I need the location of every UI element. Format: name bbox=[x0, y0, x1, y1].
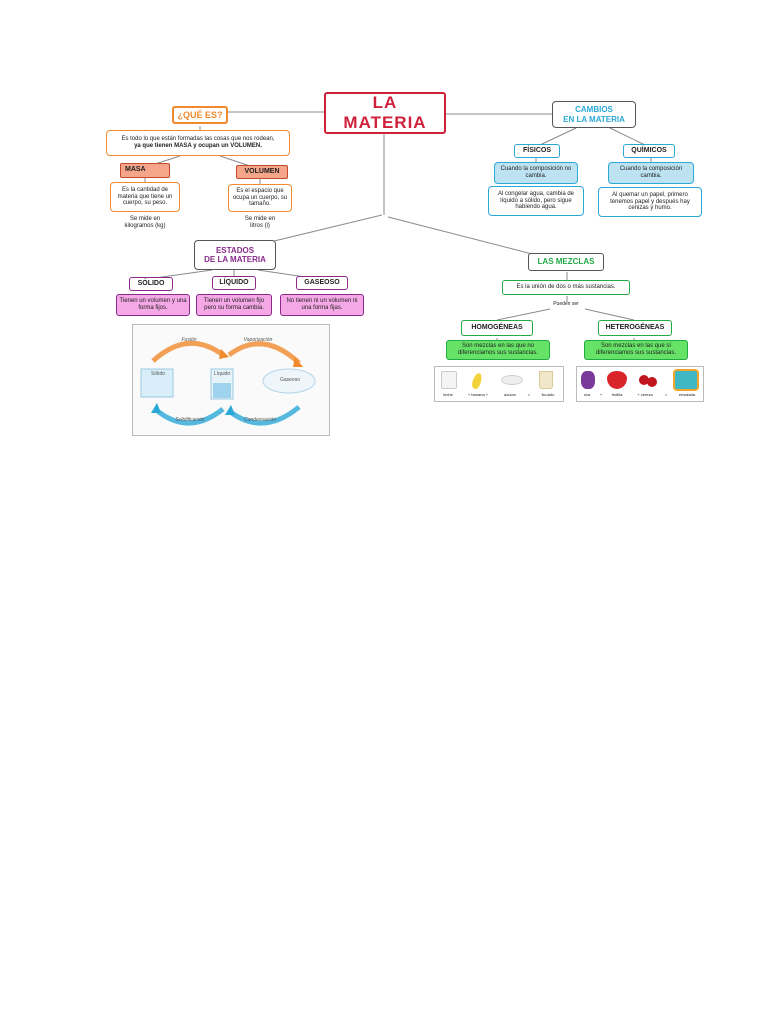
strawberry-icon bbox=[607, 371, 627, 389]
definition-line-2: ya que tienen MASA y ocupan un VOLUMEN. bbox=[134, 143, 262, 149]
heterogeneas-example: uva + frutilla + cereza = ensalada bbox=[576, 366, 704, 402]
liquido-text: LÍQUIDO bbox=[219, 278, 249, 286]
title-line-2: MATERIA bbox=[343, 113, 427, 132]
quimicos-desc-text: Cuando la composición cambia. bbox=[619, 166, 683, 179]
smoothie-icon bbox=[539, 371, 553, 389]
condensacion-text: Condensación bbox=[244, 417, 276, 423]
volumen-text: VOLUMEN bbox=[244, 167, 280, 175]
homog-item-1: leche bbox=[443, 392, 453, 397]
heterogeneas-label: HETEROGÉNEAS bbox=[598, 320, 672, 336]
mezclas-definition-text: Es la unión de dos o más sustancias. bbox=[516, 284, 616, 291]
mezclas-text: LAS MEZCLAS bbox=[537, 257, 595, 267]
que-es-definition: Es todo lo que están formadas las cosas … bbox=[106, 130, 290, 156]
fisicos-example-text: Al congelar agua, cambia de líquido a só… bbox=[497, 190, 575, 211]
gaseoso-desc: No tienen ni un volumen ni una forma fij… bbox=[280, 294, 364, 316]
masa-text: MASA bbox=[125, 166, 146, 174]
volumen-label: VOLUMEN bbox=[236, 165, 288, 179]
homogeneas-text: HOMOGÉNEAS bbox=[471, 323, 523, 331]
homog-item-4: = bbox=[527, 392, 531, 397]
masa-label: MASA bbox=[120, 163, 170, 178]
quimicos-text: QUÍMICOS bbox=[631, 146, 667, 154]
vaporizacion-text: Vaporización bbox=[243, 337, 273, 343]
solido-label: SÓLIDO bbox=[129, 277, 173, 291]
volumen-desc: Es el espacio que ocupa un cuerpo, su ta… bbox=[228, 184, 292, 212]
heterogeneas-desc-text: Son mezclas en las que sí diferenciamos … bbox=[595, 343, 677, 356]
liquido-cycle-text: Líquido bbox=[213, 371, 231, 377]
mezclas-label: LAS MEZCLAS bbox=[528, 253, 604, 271]
heter-item-4: + cereza bbox=[637, 392, 653, 397]
estados-label: ESTADOS DE LA MATERIA bbox=[194, 240, 276, 270]
salad-icon bbox=[673, 369, 699, 391]
cherry-icon-2 bbox=[647, 377, 657, 387]
gaseoso-text: GASEOSO bbox=[304, 278, 340, 286]
banana-icon bbox=[470, 372, 484, 390]
fisicos-desc-text: Cuando la composición no cambia. bbox=[500, 166, 572, 179]
fisicos-text: FÍSICOS bbox=[522, 146, 551, 154]
cambios-line-2: EN LA MATERIA bbox=[563, 114, 625, 124]
homogeneas-desc: Son mezclas en las que no diferenciamos … bbox=[446, 340, 550, 360]
grape-icon bbox=[581, 371, 595, 389]
liquido-label: LÍQUIDO bbox=[212, 276, 256, 290]
quimicos-example-text: Al quemar un papel, primero tenemos pape… bbox=[610, 191, 690, 212]
masa-desc-text: Es la cantidad de materia que tiene un c… bbox=[117, 186, 173, 207]
quimicos-label: QUÍMICOS bbox=[623, 144, 675, 158]
heter-item-6: ensalada bbox=[678, 392, 696, 397]
cycle-arrows bbox=[140, 340, 316, 426]
heter-item-2: + bbox=[599, 392, 603, 397]
fusion-text: Fusión bbox=[181, 337, 197, 343]
definition-line-1: Es todo lo que están formadas las cosas … bbox=[121, 136, 275, 143]
solido-cycle-text: Sólido bbox=[151, 371, 165, 377]
homogeneas-label: HOMOGÉNEAS bbox=[461, 320, 533, 336]
cherry-icon bbox=[639, 375, 649, 385]
liquido-desc: Tienen un volumen fijo pero su forma cam… bbox=[196, 294, 272, 316]
fisicos-example: Al congelar agua, cambia de líquido a só… bbox=[488, 186, 584, 216]
gaseoso-desc-text: No tienen ni un volumen ni una forma fij… bbox=[286, 298, 358, 311]
fisicos-desc: Cuando la composición no cambia. bbox=[494, 162, 578, 184]
heterogeneas-text: HETEROGÉNEAS bbox=[605, 323, 665, 331]
title-line-1: LA bbox=[372, 93, 398, 113]
que-es-label: ¿QUÉ ES? bbox=[172, 106, 228, 124]
volumen-unit: Se mide en litros (l) bbox=[244, 216, 276, 230]
volumen-desc-text: Es el espacio que ocupa un cuerpo, su ta… bbox=[232, 187, 288, 208]
milk-icon bbox=[441, 371, 457, 389]
liquido-desc-text: Tienen un volumen fijo pero su forma cam… bbox=[203, 298, 265, 311]
quimicos-example: Al quemar un papel, primero tenemos pape… bbox=[598, 187, 702, 217]
estados-line-2: DE LA MATERIA bbox=[204, 255, 266, 264]
heter-item-1: uva bbox=[583, 392, 591, 397]
solidificacion-text: Solidificación bbox=[175, 417, 205, 423]
states-cycle-illustration: Fusión Vaporización Sólido Líquido Gaseo… bbox=[132, 324, 330, 436]
solido-text: SÓLIDO bbox=[137, 279, 165, 287]
homogeneas-example: leche + banana + azúcar = licuado bbox=[434, 366, 564, 402]
gaseoso-label: GASEOSO bbox=[296, 276, 348, 290]
heter-item-5: = bbox=[664, 392, 668, 397]
solido-desc: Tienen un volumen y una forma fijos. bbox=[116, 294, 190, 316]
homog-item-5: licuado bbox=[541, 392, 555, 397]
homogeneas-desc-text: Son mezclas en las que no diferenciamos … bbox=[457, 343, 539, 356]
heter-item-3: frutilla bbox=[611, 392, 623, 397]
cambios-line-1: CAMBIOS bbox=[575, 105, 613, 115]
homog-item-3: azúcar bbox=[503, 392, 516, 397]
que-es-text: ¿QUÉ ES? bbox=[177, 109, 223, 120]
pueden-ser: Pueden ser bbox=[553, 301, 579, 307]
heterogeneas-desc: Son mezclas en las que sí diferenciamos … bbox=[584, 340, 688, 360]
fisicos-label: FÍSICOS bbox=[514, 144, 560, 158]
homog-item-2: + banana + bbox=[467, 392, 489, 397]
solido-desc-text: Tienen un volumen y una forma fijos. bbox=[119, 298, 187, 311]
gaseoso-cycle-text: Gaseoso bbox=[279, 377, 300, 383]
quimicos-desc: Cuando la composición cambia. bbox=[608, 162, 694, 184]
title-box: LA MATERIA bbox=[324, 92, 446, 134]
mezclas-definition: Es la unión de dos o más sustancias. bbox=[502, 280, 630, 295]
estados-line-1: ESTADOS bbox=[215, 245, 255, 255]
cambios-label: CAMBIOS EN LA MATERIA bbox=[552, 101, 636, 128]
masa-desc: Es la cantidad de materia que tiene un c… bbox=[110, 182, 180, 212]
masa-unit: Se mide en kilogramos (kg) bbox=[124, 216, 166, 230]
sugar-icon bbox=[501, 375, 523, 385]
